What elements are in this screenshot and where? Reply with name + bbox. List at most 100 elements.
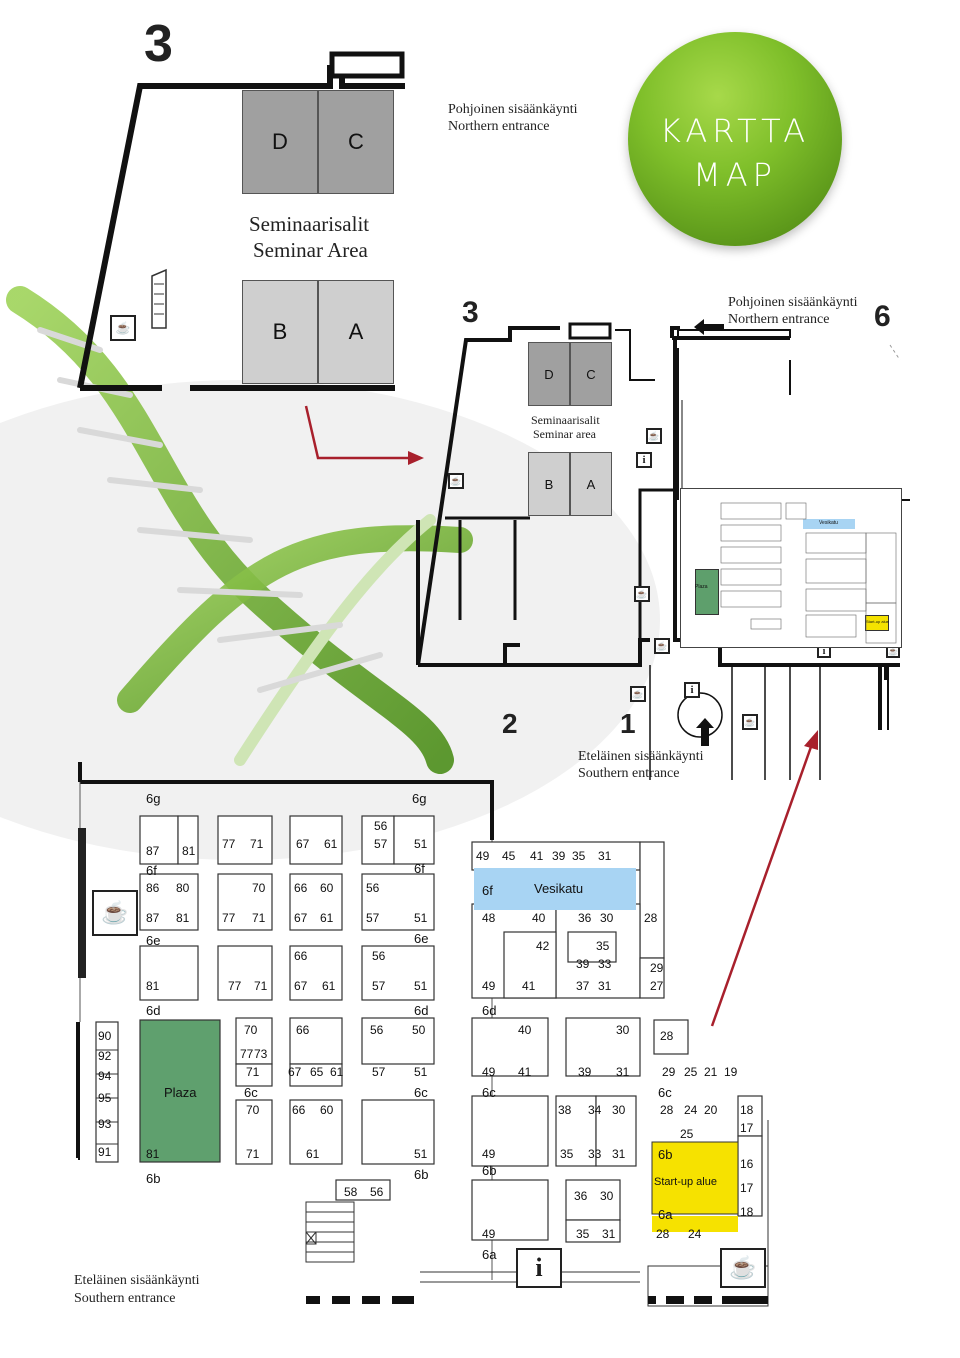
- booth-number: 36: [574, 1189, 588, 1203]
- aisle-6a: 6a: [482, 1247, 497, 1262]
- booth-number: 61: [324, 837, 338, 851]
- aisle-6c: 6c: [244, 1085, 258, 1100]
- aisle-6b: 6b: [146, 1171, 161, 1186]
- booth-number: 30: [612, 1103, 626, 1117]
- overview-south-entrance-en: Southern entrance: [578, 766, 680, 781]
- booth-number: 87: [146, 911, 160, 925]
- booth-number: 90: [98, 1029, 112, 1043]
- booth-number: 35: [596, 939, 610, 953]
- booth-number: 49: [482, 1147, 496, 1161]
- top-seminar-fi: Seminaarisalit: [249, 212, 370, 236]
- booth-number: 61: [306, 1147, 320, 1161]
- overview-vesikatu-label: Vesikatu: [819, 520, 838, 526]
- booth-number: 18: [740, 1205, 754, 1219]
- zoom-arrow-top: [304, 405, 424, 465]
- booth-number: 57: [374, 837, 388, 851]
- booth-number: 20: [704, 1103, 718, 1117]
- booth-number: 24: [688, 1227, 702, 1241]
- overview-seminar-en: Seminar area: [533, 427, 596, 441]
- booth-number: 45: [502, 849, 516, 863]
- booth-number: 58: [344, 1185, 358, 1199]
- booth-number: 30: [616, 1023, 630, 1037]
- detail-south-entrance-fi: Eteläinen sisäänkäynti: [74, 1273, 200, 1288]
- aisle-6e-right: 6e: [414, 931, 429, 946]
- overview-south-entrance-fi: Eteläinen sisäänkäynti: [578, 749, 704, 764]
- booth-number: 73: [254, 1047, 268, 1061]
- booth-number: 86: [146, 881, 160, 895]
- booth-number: 57: [372, 1065, 386, 1079]
- booth-number: 56: [374, 819, 388, 833]
- detail-south-entrance-en: Southern entrance: [74, 1291, 176, 1306]
- overview-info-icon-2: i: [684, 682, 700, 698]
- top-cafe-icon: ☕: [110, 315, 136, 341]
- overview-plaza-label: Plaza: [695, 584, 708, 590]
- overview-room-a-label: A: [586, 476, 596, 492]
- overview-north-entrance-fi: Pohjoinen sisäänkäynti: [728, 295, 858, 310]
- booth-number: 66: [294, 881, 308, 895]
- overview-section-6: 6: [874, 300, 891, 333]
- booth-number: 71: [246, 1065, 260, 1079]
- booth-number: 33: [588, 1147, 602, 1161]
- aisle-6b-block: 6b: [482, 1163, 497, 1178]
- booth-number: 67: [288, 1065, 302, 1079]
- booth-number: 65: [310, 1065, 324, 1079]
- badge-line2: MAP: [693, 156, 777, 194]
- overview-room-a: A: [570, 452, 612, 516]
- booth-number: 49: [482, 1227, 496, 1241]
- booth-number: 81: [176, 911, 190, 925]
- booth-number: 49: [476, 849, 490, 863]
- booth-number: 67: [294, 911, 308, 925]
- booth-number: 70: [244, 1023, 258, 1037]
- booth-number: 80: [176, 881, 190, 895]
- overview-cafe-icon-4: ☕: [654, 638, 670, 654]
- booth-number: 57: [372, 979, 386, 993]
- booth-number: 95: [98, 1091, 112, 1105]
- booth-number: 56: [366, 881, 380, 895]
- booth-number: 91: [98, 1145, 112, 1159]
- aisle-6f-block: 6f: [482, 883, 493, 898]
- overview-room-b-label: B: [544, 476, 554, 492]
- top-room-a-label: A: [348, 319, 364, 344]
- booth-number: 71: [252, 911, 266, 925]
- booth-number: 50: [412, 1023, 426, 1037]
- booth-number: 28: [660, 1103, 674, 1117]
- booth-number: 94: [98, 1069, 112, 1083]
- overview-room-b: B: [528, 452, 570, 516]
- booth-number: 31: [598, 979, 612, 993]
- booth-number: 41: [530, 849, 544, 863]
- booth-number: 66: [294, 949, 308, 963]
- booth-number: 49: [482, 979, 496, 993]
- overview-info-icon-1: i: [636, 452, 652, 468]
- booth-number: 18: [740, 1103, 754, 1117]
- overview-cafe-icon-6: ☕: [742, 714, 758, 730]
- booth-number: 30: [600, 1189, 614, 1203]
- detail-startup-label: Start-up alue: [654, 1176, 717, 1188]
- booth-number: 49: [482, 1065, 496, 1079]
- booth-number: 41: [522, 979, 536, 993]
- booth-number: 19: [724, 1065, 738, 1079]
- aisle-6d: 6d: [146, 1003, 161, 1018]
- detail-vesikatu-label: Vesikatu: [534, 881, 584, 896]
- booth-number: 51: [414, 837, 428, 851]
- top-room-b-label: B: [272, 319, 288, 344]
- map-badge: KARTTA MAP: [628, 32, 842, 246]
- overview-hall-6-minimap: Plaza Vesikatu Start-up alue: [680, 488, 902, 648]
- booth-number: 24: [684, 1103, 698, 1117]
- booth-number: 25: [680, 1127, 694, 1141]
- booth-number: 33: [598, 957, 612, 971]
- booth-number: 71: [254, 979, 268, 993]
- overview-floorplan-walls: [416, 322, 910, 780]
- booth-number: 67: [296, 837, 310, 851]
- booth-number: 93: [98, 1117, 112, 1131]
- aisle-6d-right: 6d: [414, 1003, 429, 1018]
- detail-cafe-icon-left: ☕: [92, 890, 138, 936]
- top-room-b: B: [242, 280, 318, 384]
- booth-number: 35: [576, 1227, 590, 1241]
- booth-number: 66: [296, 1023, 310, 1037]
- booth-number: 51: [414, 911, 428, 925]
- booth-number: 34: [588, 1103, 602, 1117]
- booth-number: 71: [250, 837, 264, 851]
- top-room-d-label: D: [272, 129, 288, 154]
- booth-number: 42: [536, 939, 550, 953]
- booth-number: 51: [414, 1147, 428, 1161]
